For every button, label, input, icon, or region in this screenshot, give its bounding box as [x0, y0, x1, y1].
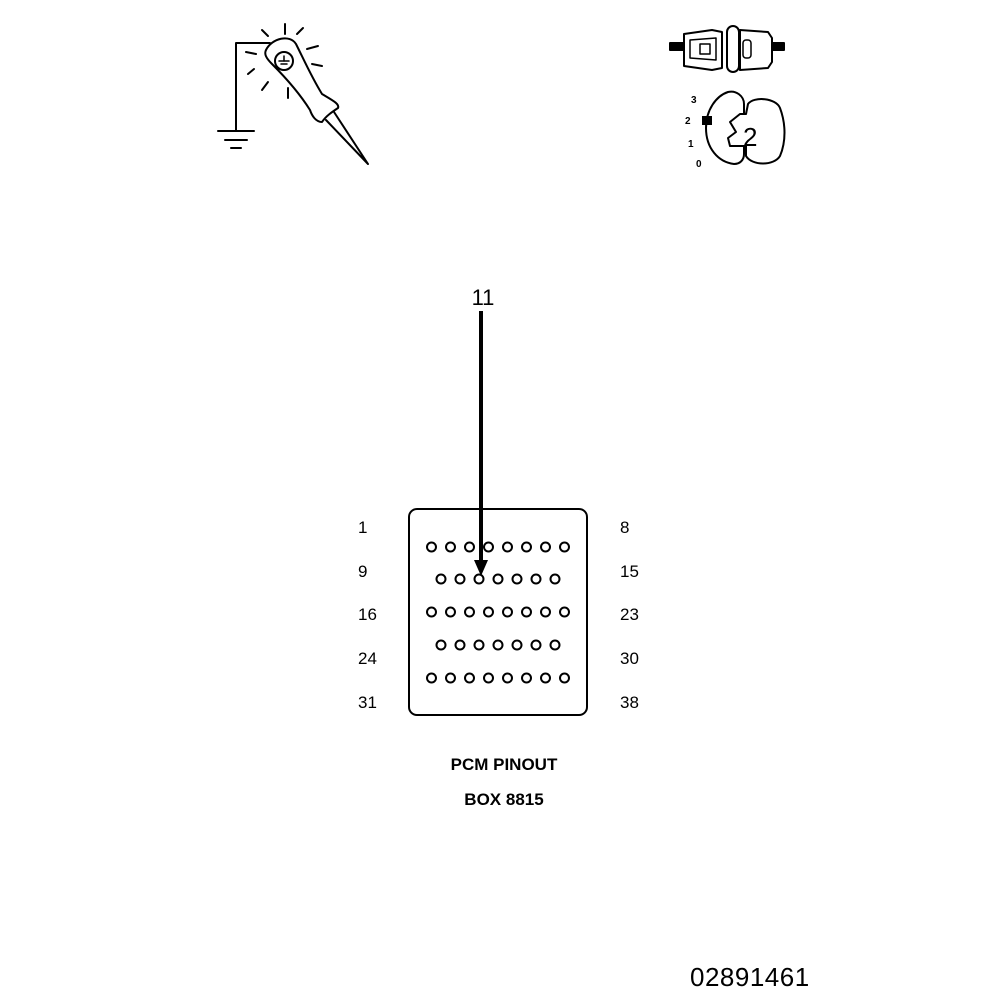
- row-label-right: 38: [620, 693, 639, 712]
- connector-pin-6: [521, 541, 532, 553]
- connector-pin-18: [464, 606, 475, 618]
- connector-pin-1: [426, 541, 437, 553]
- connector-pin-15: [549, 573, 561, 585]
- ignition-position-1: 1: [688, 139, 694, 150]
- row-label-left: 1: [358, 518, 367, 537]
- pcm-connector-pins: [426, 541, 570, 684]
- connector-pin-12: [492, 573, 504, 585]
- connector-pin-26: [473, 639, 485, 651]
- ignition-key-position-label: 2: [743, 122, 757, 152]
- connector-pin-24: [435, 639, 447, 651]
- connector-pin-13: [511, 573, 523, 585]
- connector-pin-28: [511, 639, 523, 651]
- caption-box-number: BOX 8815: [464, 790, 544, 809]
- connector-pin-33: [464, 672, 475, 684]
- connector-pin-3: [464, 541, 475, 553]
- connector-pin-37: [540, 672, 551, 684]
- connector-pin-9: [435, 573, 447, 585]
- connector-pin-32: [445, 672, 456, 684]
- row-label-left: 9: [358, 562, 367, 581]
- ignition-key-icon: 3 2 1 0 2: [685, 90, 786, 170]
- connector-pin-21: [521, 606, 532, 618]
- callout-arrow: [474, 311, 488, 576]
- row-label-left: 16: [358, 605, 377, 624]
- connector-pin-7: [540, 541, 551, 553]
- connector-pin-34: [483, 672, 494, 684]
- connector-pin-14: [530, 573, 542, 585]
- disconnected-connector-icon: [669, 25, 785, 73]
- figure-id: 02891461: [690, 962, 810, 992]
- connector-pin-27: [492, 639, 504, 651]
- connector-pin-38: [559, 672, 570, 684]
- connector-pin-19: [483, 606, 494, 618]
- connector-pin-22: [540, 606, 551, 618]
- row-label-right: 23: [620, 605, 639, 624]
- connector-pin-5: [502, 541, 513, 553]
- connector-pin-16: [426, 606, 437, 618]
- row-label-right: 8: [620, 518, 629, 537]
- connector-pin-30: [549, 639, 561, 651]
- callout-pin-label: 11: [472, 285, 495, 310]
- row-label-right: 30: [620, 649, 639, 668]
- connector-pin-29: [530, 639, 542, 651]
- connector-pin-36: [521, 672, 532, 684]
- connector-pin-23: [559, 606, 570, 618]
- connector-pin-4: [483, 541, 494, 553]
- ignition-position-0: 0: [696, 159, 702, 170]
- connector-pin-17: [445, 606, 456, 618]
- ignition-position-2: 2: [685, 116, 691, 127]
- connector-pin-20: [502, 606, 513, 618]
- ground-symbol-icon: [217, 130, 255, 149]
- connector-pin-25: [454, 639, 466, 651]
- pcm-connector-body: [408, 508, 588, 716]
- row-label-left: 24: [358, 649, 377, 668]
- connector-pin-10: [454, 573, 466, 585]
- pcm-connector-row-labels: 1 8 9 15 16 23 24 30 31 38: [358, 518, 639, 712]
- connector-pin-2: [445, 541, 456, 553]
- connector-pin-8: [559, 541, 570, 553]
- caption-pcm-pinout: PCM PINOUT: [450, 755, 558, 774]
- row-label-right: 15: [620, 562, 639, 581]
- connector-pin-35: [502, 672, 513, 684]
- test-light-probe-icon: [217, 23, 369, 165]
- ignition-position-3: 3: [691, 95, 697, 106]
- row-label-left: 31: [358, 693, 377, 712]
- connector-pin-31: [426, 672, 437, 684]
- connector-pin-11: [473, 573, 485, 585]
